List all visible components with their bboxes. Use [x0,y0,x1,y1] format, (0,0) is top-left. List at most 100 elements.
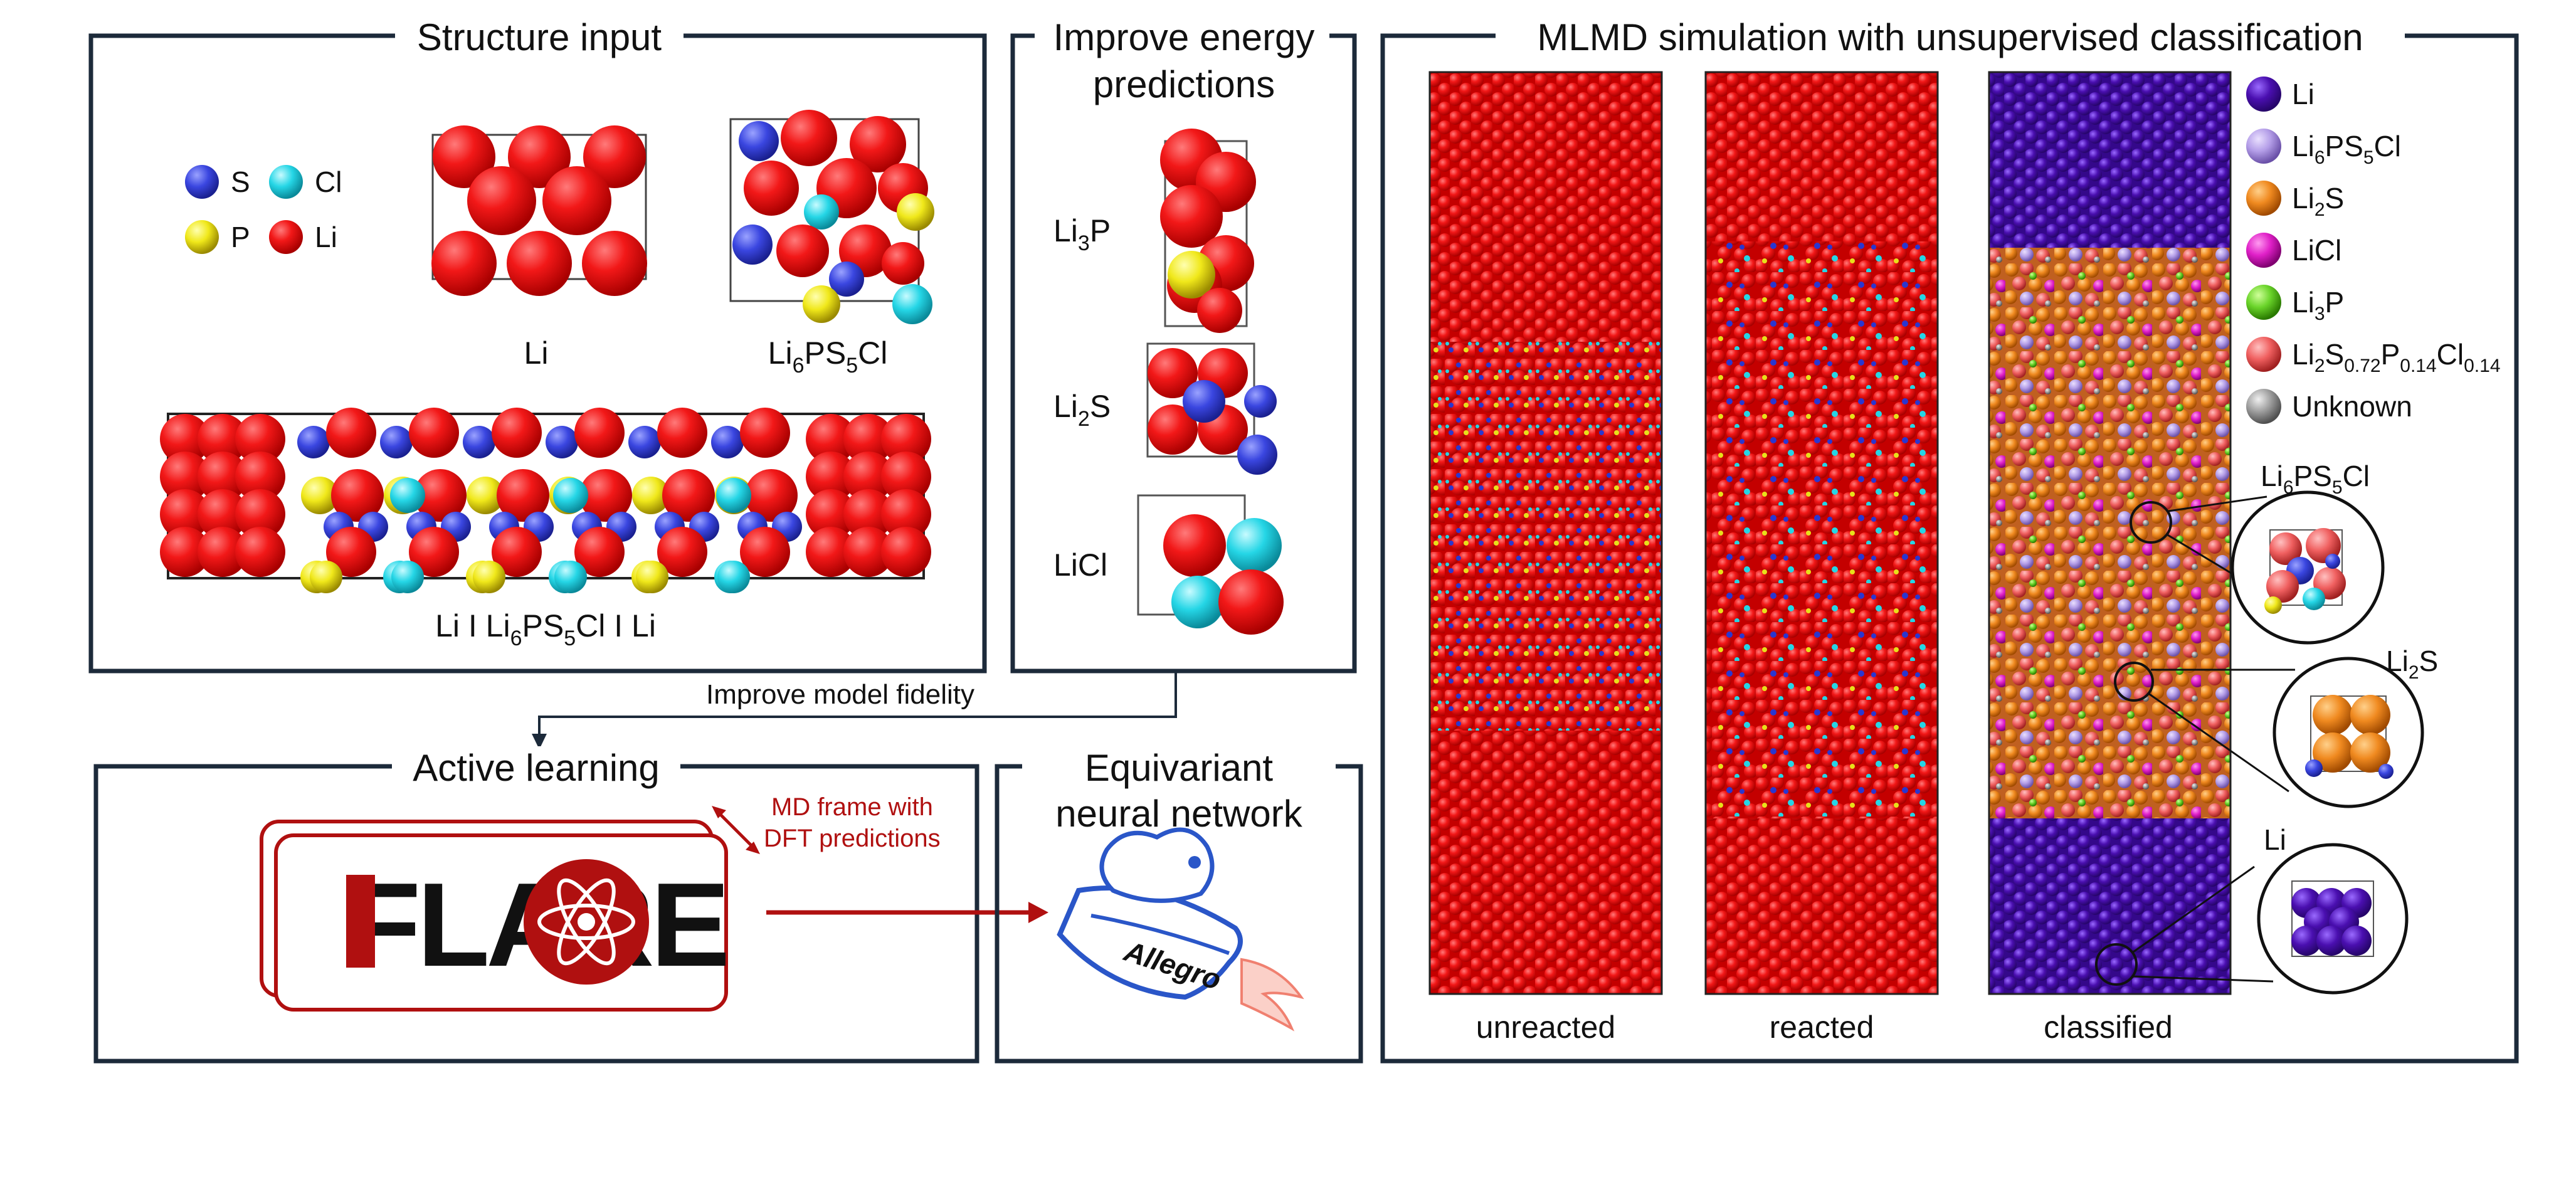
slab-atom [463,426,495,458]
slab-atom [492,408,542,458]
slab-atom [636,561,668,593]
li-crystal [431,125,647,296]
slab-atom [843,489,894,539]
slab-atom [843,527,894,577]
structure-input-panel: Structure input S Cl P Li Li [88,16,987,674]
improve-energy-title-2: predictions [1093,63,1275,105]
slab-atom [198,527,248,577]
slab-atom [160,489,210,539]
slab-atom [409,408,459,458]
li2s-phase-swatch [2246,181,2281,216]
slab-atom [546,426,578,458]
slab-atom [740,408,790,458]
slab-atom [740,527,790,577]
slab-atom [198,489,248,539]
slab-atom [574,527,625,577]
unreacted-label: unreacted [1476,1010,1615,1045]
slab-atom [414,469,467,522]
active-learning-panel: Active learning FLARE MD frame with DFT … [93,746,979,1064]
lpsc-phase-swatch [2246,129,2281,164]
slab-atom [717,561,750,593]
slab-atom [881,489,931,539]
improve-energy-panel: Improve energy predictions Li3P Li2S [1010,14,1357,674]
slab-atom [806,414,856,464]
equivariant-title-1: Equivariant [1085,747,1274,789]
classified-column [1988,71,2232,995]
legend-phase-li2s: Li2S [2292,182,2344,220]
legend-li-label: Li [315,221,337,253]
slab-atom [297,426,330,458]
reacted-label: reacted [1770,1010,1874,1045]
chlorine-swatch [269,165,303,199]
slab-atom [716,478,751,513]
legend-phase-unknown: Unknown [2292,390,2412,423]
reacted-column [1704,71,1939,995]
slab-atom [160,452,210,502]
dft-note-line2: DFT predictions [764,825,941,852]
li3p-crystal [1160,129,1256,333]
legend-s-label: S [231,166,250,198]
slab-atom [467,477,504,514]
interface-slab [160,408,931,593]
legend-phase-lpsc: Li6PS5Cl [2292,130,2401,168]
dft-note-line1: MD frame with [771,793,933,821]
unreacted-column [1428,71,1663,995]
slab-atom [198,452,248,502]
slab-atom [160,414,210,464]
slab-atom [326,408,376,458]
slab-atom [806,527,856,577]
slab-atom [235,489,285,539]
classified-label: classified [2044,1010,2173,1045]
licl-crystal [1137,494,1284,635]
feedback-arrow: Improve model fidelity [532,671,1177,749]
mixed-phase-swatch [2246,337,2281,372]
legend-phase-li: Li [2292,78,2315,110]
li-phase-swatch [2246,77,2281,112]
slab-atom [657,527,707,577]
slab-atom [843,414,894,464]
phosphorus-swatch [185,220,219,254]
li-structure-label: Li [524,336,549,371]
slab-atom [391,561,424,593]
mlmd-panel: MLMD simulation with unsupervised classi… [1380,16,2519,1064]
structure-input-title: Structure input [417,16,662,58]
interface-label: Li I Li6PS5Cl I Li [435,608,656,650]
slab-atom [806,452,856,502]
mlmd-title: MLMD simulation with unsupervised classi… [1537,16,2363,58]
slab-atom [662,469,715,522]
slab-atom [235,414,285,464]
zoom-li2s-label: Li2S [2386,645,2438,683]
zoom-li: Li [2095,823,2409,995]
slab-atom [554,561,587,593]
legend-phase-li3p: Li3P [2292,286,2344,324]
slab-atom [492,527,542,577]
slab-atom [881,527,931,577]
licl-label: LiCl [1053,547,1107,583]
slab-atom [301,477,339,514]
dft-note: MD frame with DFT predictions [712,793,941,854]
lpsc-crystal [729,110,934,324]
element-legend: S Cl P Li [185,165,342,254]
legend-cl-label: Cl [315,166,342,198]
slab-atom [235,527,285,577]
zoom-lpsc-label: Li6PS5Cl [2261,460,2370,498]
slab-atom [553,478,588,513]
slab-atom [881,452,931,502]
slab-atom [160,527,210,577]
zoom-li-label: Li [2264,823,2286,856]
slab-atom [745,469,798,522]
li3p-label: Li3P [1053,213,1111,255]
slab-atom [574,408,625,458]
slab-atom [632,477,670,514]
slab-atom [310,561,342,593]
slab-atom [881,414,931,464]
legend-phase-mixed: Li2S0.72P0.14Cl0.14 [2292,338,2501,376]
slab-atom [390,478,425,513]
slab-atom [711,426,744,458]
feedback-label: Improve model fidelity [706,679,974,710]
zoom-li2s: Li2S [2114,645,2438,808]
unknown-phase-swatch [2246,389,2281,424]
slab-atom [409,527,459,577]
slab-atom [579,469,632,522]
active-learning-title: Active learning [413,747,660,789]
